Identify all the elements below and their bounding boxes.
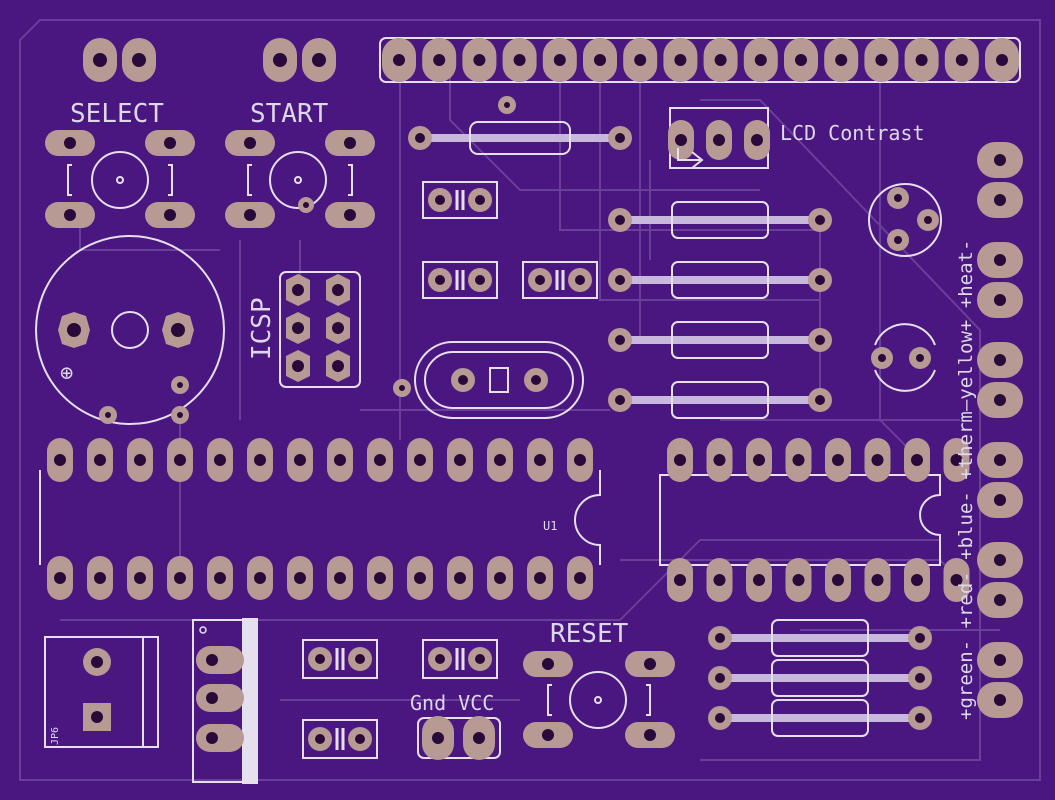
select-label: SELECT: [70, 99, 164, 129]
select-button[interactable]: [45, 130, 195, 228]
capacitors: [302, 181, 598, 759]
start-label: START: [250, 99, 329, 129]
led: [871, 323, 936, 392]
reset-button[interactable]: [523, 651, 675, 748]
power-header: [417, 716, 501, 760]
reset-label: RESET: [550, 619, 629, 649]
start-button[interactable]: [225, 130, 375, 228]
header-lcd: [379, 37, 1021, 83]
icsp-header: [279, 271, 361, 388]
lcd-contrast-label: LCD Contrast: [780, 121, 925, 145]
polarity-plus: ⊕: [60, 361, 73, 386]
icsp-label: ICSP: [247, 297, 277, 360]
jp6-label: JP6: [50, 727, 61, 745]
jp6-connector: [44, 636, 159, 748]
resistor-bank: [608, 201, 932, 737]
side-connectors: [977, 142, 1023, 718]
lcd-contrast-pot[interactable]: [668, 107, 770, 169]
voltage-regulator: [192, 618, 258, 784]
resistor-top: [408, 96, 632, 155]
crystal: [393, 341, 584, 419]
header-select-start: [83, 38, 336, 82]
u1-chip: [39, 438, 601, 600]
ic2-chip: [659, 438, 970, 602]
transistor: [868, 183, 942, 257]
buzzer: [35, 235, 225, 425]
side-connector-label: +green- +red- +blue- +therm—yellow+ +hea…: [955, 240, 977, 720]
gnd-vcc-label: Gnd VCC: [410, 691, 494, 715]
u1-label: U1: [543, 519, 557, 533]
